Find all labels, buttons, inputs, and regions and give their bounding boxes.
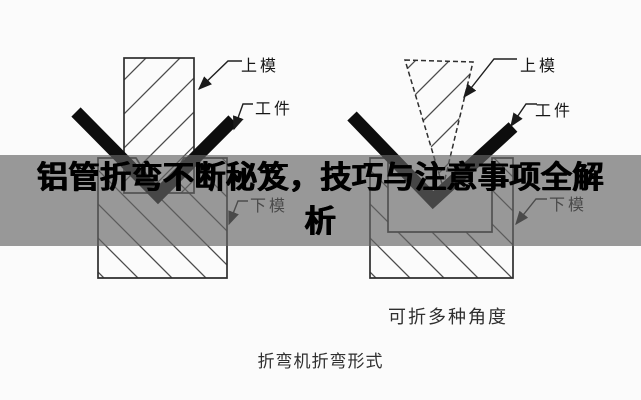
left-workpiece-label: 工件 [255,101,294,118]
title-overlay-band [0,155,641,246]
right-upper-die-outline [403,59,474,190]
page-title: 铝管折弯不断秘笈，技巧与注意事项全解 析 [0,156,641,244]
figure-caption: 折弯机折弯形式 [257,352,384,371]
page-title-line2: 析 [304,204,337,239]
multi-angle-note: 可折多种角度 [388,307,508,327]
left-upper-die-label: 上模 [241,58,280,75]
right-upper-die-leader [463,58,517,99]
right-workpiece-leader [510,103,537,128]
page-title-line1: 铝管折弯不断秘笈，技巧与注意事项全解 [37,160,604,195]
right-workpiece-label: 工件 [535,103,574,120]
left-upper-die-leader [197,60,242,90]
left-workpiece-leader [232,103,253,131]
right-upper-die-label: 上模 [520,58,559,75]
